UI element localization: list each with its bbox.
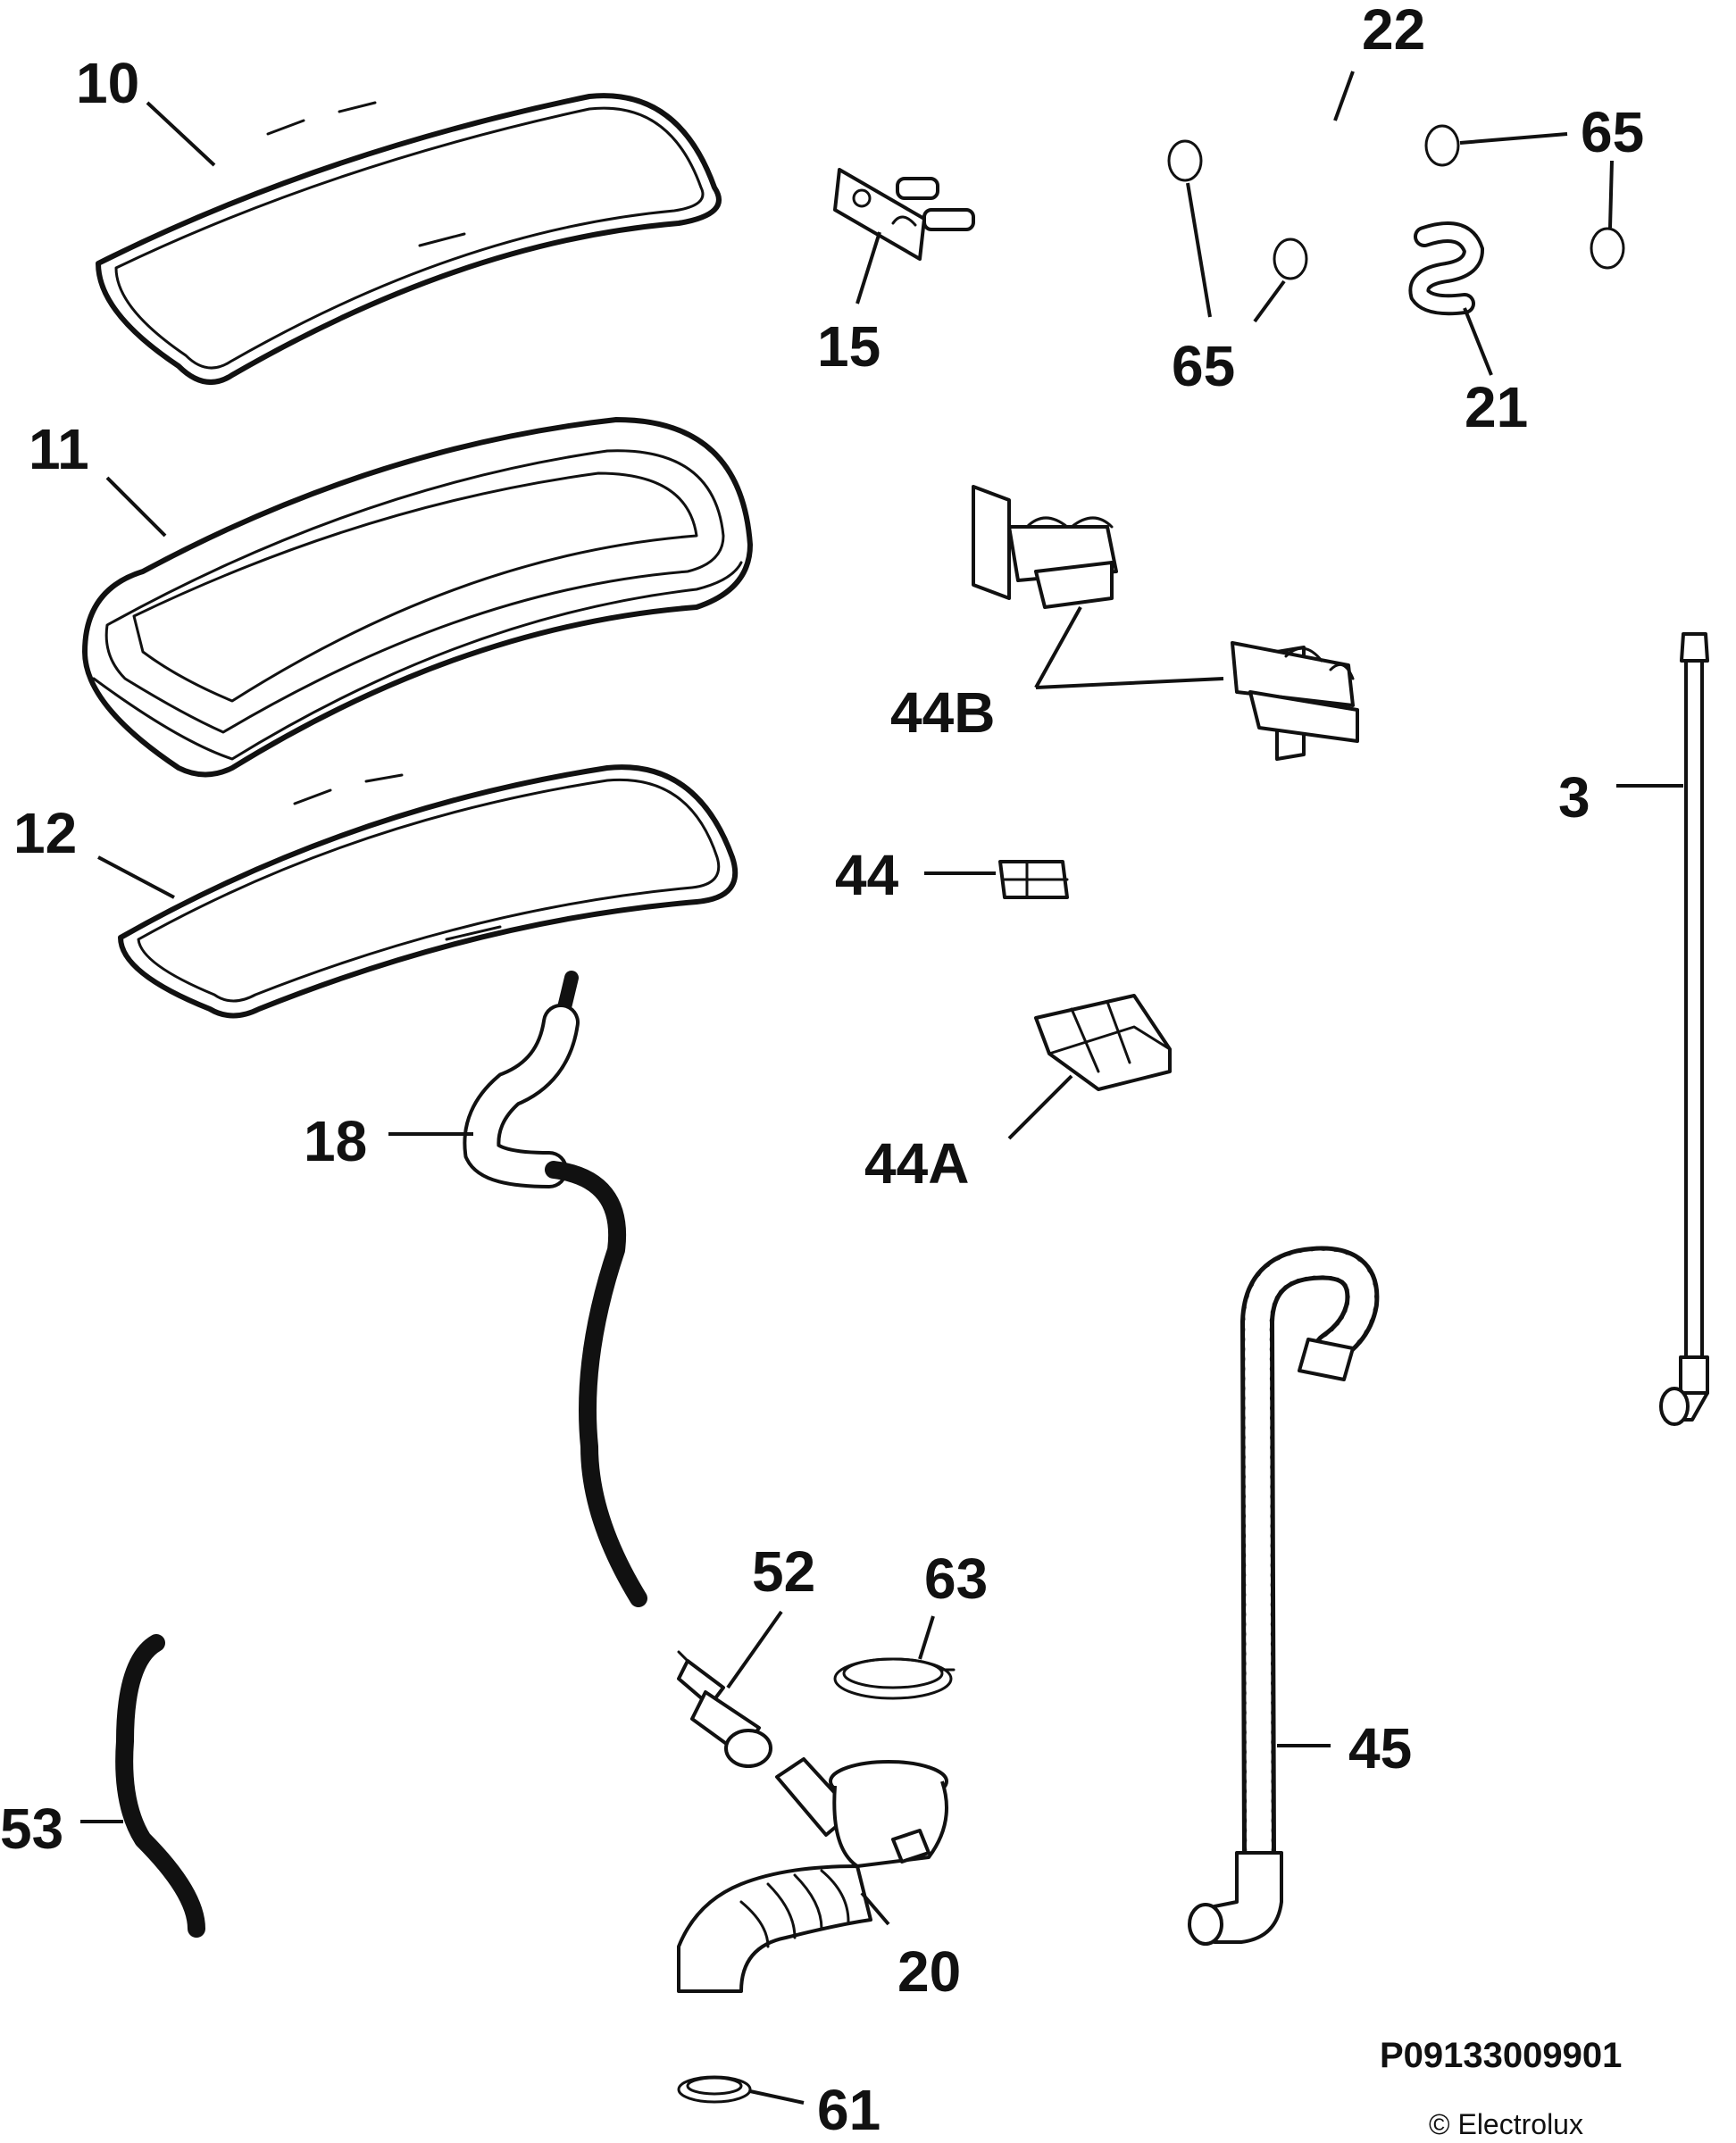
label-11: 11	[29, 417, 89, 481]
label-44: 44	[835, 843, 899, 907]
label-18: 18	[304, 1109, 367, 1173]
part-45-drain-hose	[1188, 1246, 1380, 1946]
part-11-door-seal	[82, 417, 753, 778]
label-63: 63	[924, 1547, 988, 1611]
diagram-code: P09133009901	[1380, 2036, 1622, 2075]
label-12: 12	[13, 801, 77, 865]
label-45: 45	[1348, 1716, 1412, 1780]
label-21: 21	[1465, 375, 1528, 439]
label-65-b: 65	[1581, 100, 1644, 164]
label-15: 15	[817, 314, 881, 379]
part-52-sensor	[677, 1650, 772, 1768]
label-65-a: 65	[1172, 334, 1235, 398]
part-63-clamp	[833, 1657, 956, 1700]
label-44B: 44B	[890, 680, 995, 745]
part-44-clip	[998, 860, 1069, 899]
part-65-clamps	[1167, 124, 1625, 280]
part-44B-holders	[972, 485, 1359, 761]
part-15-valve	[833, 168, 975, 261]
label-53: 53	[0, 1797, 63, 1861]
label-3: 3	[1558, 765, 1590, 830]
copyright-text: © Electrolux	[1429, 2108, 1583, 2140]
label-44A: 44A	[864, 1131, 969, 1196]
part-10-seal-ring	[96, 93, 722, 385]
leader-lines	[80, 71, 1683, 2105]
part-21-hose	[1408, 221, 1485, 316]
label-52: 52	[752, 1539, 815, 1604]
part-53-hose	[115, 1634, 205, 1938]
label-20: 20	[897, 1939, 961, 2004]
part-12-seal-ring	[118, 764, 739, 1019]
part-3-rod	[1659, 632, 1709, 1426]
label-10: 10	[76, 51, 139, 115]
part-22-hose	[1294, 115, 1360, 210]
part-44A-clip	[1034, 994, 1172, 1091]
label-22: 22	[1362, 0, 1425, 62]
label-61: 61	[817, 2078, 881, 2142]
part-18-hose	[463, 971, 647, 1607]
part-20-sump-hose	[677, 1757, 948, 1993]
part-61-ring	[677, 2075, 752, 2104]
